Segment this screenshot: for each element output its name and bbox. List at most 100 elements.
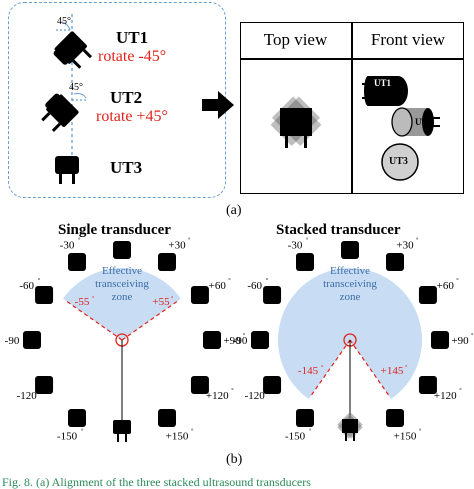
ut1-angle-label: 45° — [57, 16, 71, 27]
stacked-receiver — [263, 376, 282, 394]
single-receiver — [190, 376, 209, 394]
single-angle-label: 0 — [119, 236, 125, 237]
stacked-zone-angle-left-degree: ° — [321, 364, 324, 371]
receiver-ring-diagrams: -30°0°+30°-60°+60°-90°+90°-120°+120°-150… — [5, 236, 474, 450]
stacked-angle-label: -120 — [245, 390, 266, 402]
front-ut3-label: UT3 — [389, 156, 408, 167]
top-view-stack-icon — [270, 96, 322, 148]
stacked-transducer-title: Stacked transducer — [276, 222, 401, 238]
stacked-degree-mark: ° — [471, 332, 474, 339]
single-degree-mark: ° — [231, 387, 234, 394]
stacked-degree-mark: ° — [309, 427, 312, 434]
stacked-receiver — [418, 286, 437, 304]
stacked-degree-mark: ° — [266, 277, 269, 284]
stacked-receiver — [341, 241, 359, 259]
single-zone-angle-left-degree: ° — [92, 295, 95, 302]
front-ut2-cylinder — [391, 107, 440, 137]
single-degree-mark: ° — [78, 237, 81, 244]
single-angle-label: -150 — [57, 430, 78, 442]
ut1-transducer-icon — [53, 31, 92, 69]
single-zone — [63, 268, 181, 340]
stacked-zone-boundary — [310, 339, 351, 397]
stacked-zone-text: zone — [340, 291, 361, 303]
stacked-zone-text: Effective — [330, 265, 370, 277]
single-tx-pin — [125, 434, 127, 442]
stacked-degree-mark: ° — [459, 387, 462, 394]
single-zone-angle-right: +55 — [152, 296, 170, 308]
stacked-angle-label: -30 — [288, 240, 303, 252]
front-ut2-label: UT2 — [415, 117, 433, 127]
stacked-angle-label: -90 — [233, 335, 248, 347]
stacked-angle-label: +30 — [396, 240, 414, 252]
ut2-rotation: rotate +45° — [96, 108, 168, 125]
single-angle-label: +150 — [166, 430, 189, 442]
stacked-receiver — [386, 408, 404, 427]
single-angle-label: -60 — [19, 280, 34, 292]
front-ut3-disc — [381, 143, 419, 181]
front-view-header: Front view — [370, 30, 446, 49]
front-ut1-cylinder — [362, 76, 408, 106]
single-zone-text: transceiving — [95, 278, 149, 290]
single-receiver — [158, 408, 176, 427]
stacked-receiver — [418, 376, 437, 394]
front-view-stack-icon — [362, 76, 440, 181]
stacked-angle-label: +150 — [394, 430, 417, 442]
stacked-receiver — [296, 253, 314, 272]
single-angle-label: -30 — [60, 240, 75, 252]
stacked-angle-label: +120 — [434, 390, 457, 402]
right-arrow-icon — [202, 91, 234, 119]
ut2-label: UT2 — [110, 88, 143, 107]
figure-caption: Fig. 8. (a) Alignment of the three stack… — [2, 476, 311, 489]
single-angle-label: +30 — [168, 240, 186, 252]
single-angle-label: -120 — [17, 390, 38, 402]
single-angle-label: +60 — [209, 280, 227, 292]
view-table-column-divider — [351, 22, 353, 194]
single-tx-label: TX — [114, 447, 130, 450]
stacked-zone-text: transceiving — [323, 278, 377, 290]
stacked-receiver — [263, 286, 282, 304]
stacked-transducer-diagram: -30°0°+30°-60°+60°-90°+90°-120°+120°-150… — [233, 236, 474, 450]
single-degree-mark: ° — [41, 387, 44, 394]
single-degree-mark: ° — [38, 277, 41, 284]
stacked-degree-mark: ° — [269, 387, 272, 394]
single-receiver — [203, 331, 221, 349]
ut3-label: UT3 — [110, 158, 143, 177]
stacked-receiver — [431, 331, 449, 349]
single-receiver — [113, 241, 131, 259]
panel-a-label: (a) — [226, 203, 242, 218]
stacked-degree-mark: ° — [251, 332, 254, 339]
single-degree-mark: ° — [191, 427, 194, 434]
single-angle-label: +120 — [206, 390, 229, 402]
single-degree-mark: ° — [81, 427, 84, 434]
single-receiver — [68, 408, 86, 427]
stacked-angle-label: +60 — [437, 280, 455, 292]
stacked-tx-stack-icon — [337, 413, 363, 441]
single-zone-boundary — [65, 300, 123, 341]
stacked-degree-mark: ° — [419, 427, 422, 434]
stacked-angle-label: -150 — [285, 430, 306, 442]
stacked-zone-boundary — [349, 339, 390, 397]
stacked-receiver — [386, 253, 404, 272]
single-angle-label: -90 — [5, 335, 20, 347]
stacked-degree-mark: ° — [456, 277, 459, 284]
single-tx-icon — [113, 420, 131, 434]
single-degree-mark: ° — [188, 237, 191, 244]
top-view-header: Top view — [263, 30, 328, 49]
stacked-degree-mark: ° — [416, 237, 419, 244]
single-tx-pin — [117, 434, 119, 442]
single-zone-text: Effective — [102, 265, 142, 277]
single-receiver — [158, 253, 176, 272]
ut2-transducer-icon — [41, 93, 79, 132]
single-degree-mark: ° — [243, 332, 246, 339]
stacked-zone-angle-right: +145 — [381, 365, 404, 377]
stacked-zone-angle-left: -145 — [298, 365, 319, 377]
single-degree-mark: ° — [228, 277, 231, 284]
stacked-zone-angle-right-degree: ° — [405, 364, 408, 371]
single-transducer-title: Single transducer — [58, 222, 171, 238]
stacked-angle-label: +90 — [451, 335, 469, 347]
ut1-rotation: rotate -45° — [98, 48, 167, 65]
single-zone-angle-left: -55 — [75, 296, 90, 308]
stacked-receiver — [296, 408, 314, 427]
stacked-receiver — [251, 331, 269, 349]
stacked-angle-label: -60 — [247, 280, 262, 292]
